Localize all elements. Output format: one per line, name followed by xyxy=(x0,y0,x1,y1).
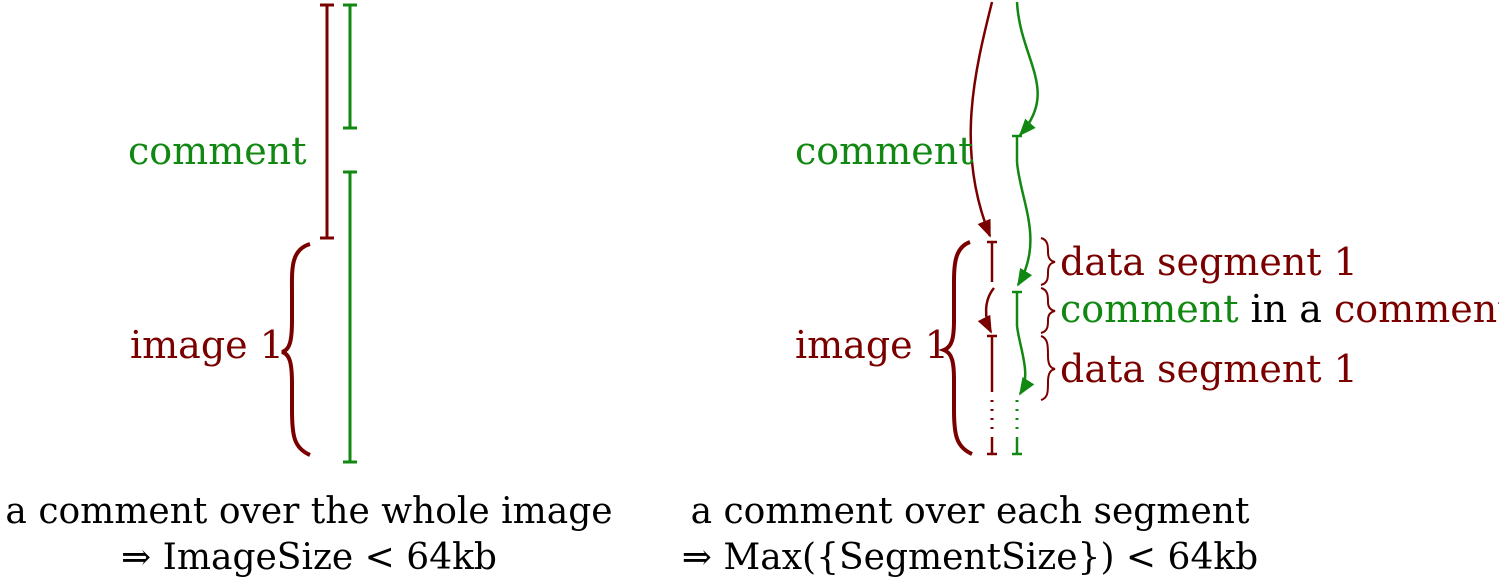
right-caption-line-2: ⇒ Max({SegmentSize}) < 64kb xyxy=(681,537,1259,578)
right-segment-1-brace xyxy=(1040,237,1056,286)
left-caption-line-1: a comment over the whole image xyxy=(5,491,613,532)
left-green-interval-top xyxy=(343,3,357,130)
left-red-interval xyxy=(320,3,334,240)
right-red-arrow-comment xyxy=(969,1,994,238)
right-green-arrow-bottom xyxy=(1015,325,1035,396)
right-segment-1-label: data segment 1 xyxy=(1060,240,1358,284)
comment-in-part-green: comment xyxy=(1060,287,1239,331)
right-segment-2-brace xyxy=(1040,335,1056,401)
right-red-skip-arrow xyxy=(977,287,995,334)
right-green-comment-block xyxy=(1012,134,1022,162)
right-segment-2-label: data segment 1 xyxy=(1060,347,1358,391)
left-image-label: image 1 xyxy=(130,323,284,367)
right-comment-in-comment-label: comment in a comment xyxy=(1060,290,1499,328)
right-image-label: image 1 xyxy=(795,323,949,367)
right-green-arrow-to-segment xyxy=(1015,161,1033,287)
right-green-arrow-comment xyxy=(1015,1,1039,137)
comment-in-part-red: comment xyxy=(1334,287,1499,331)
right-red-segment-1 xyxy=(987,240,997,282)
left-caption-line-2: ⇒ ImageSize < 64kb xyxy=(121,537,497,578)
right-green-end-tick xyxy=(1012,437,1022,456)
right-green-comment-segment xyxy=(1012,290,1022,326)
right-comment-label: comment xyxy=(795,129,974,173)
comment-in-part-middle: in a xyxy=(1238,287,1334,331)
left-comment-label: comment xyxy=(128,129,307,173)
right-caption-line-1: a comment over each segment xyxy=(690,491,1250,532)
right-red-end-tick xyxy=(987,437,997,456)
right-comment-segment-brace xyxy=(1040,287,1056,334)
right-red-segment-2 xyxy=(987,334,997,392)
left-image-brace xyxy=(281,242,311,457)
right-image-brace xyxy=(938,240,973,456)
left-green-interval-bottom xyxy=(343,170,357,464)
